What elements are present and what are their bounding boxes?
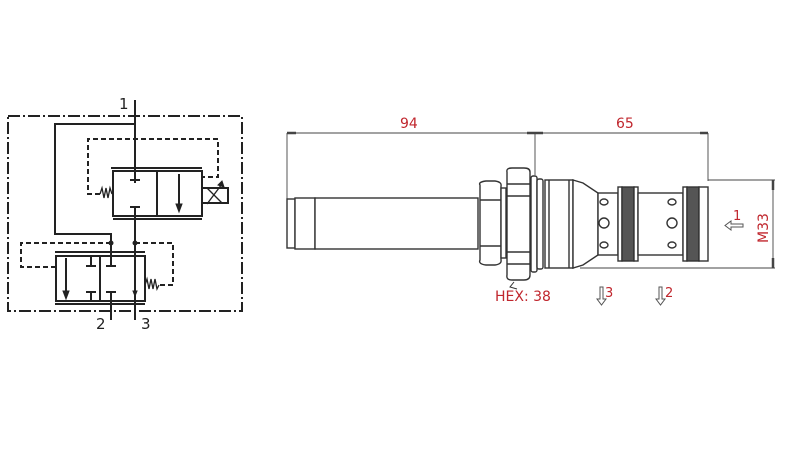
main-valve [55, 251, 160, 305]
dimension-65-label: 65 [616, 116, 634, 132]
dimension-lines [286, 131, 775, 269]
pilot-valve [99, 167, 229, 220]
arrow-down-icon [596, 286, 607, 306]
schematic-port-1-label: 1 [119, 95, 129, 113]
solenoid-icon [201, 187, 229, 204]
spring-icon [99, 185, 113, 199]
arrow-left-icon [724, 220, 744, 231]
port-2-label: 2 [665, 286, 673, 301]
seal-ring [621, 186, 635, 262]
thread-m33-label: M33 [756, 213, 772, 243]
port-3-label: 3 [605, 286, 613, 301]
schematic-port-3-label: 3 [141, 315, 151, 333]
pilot-line-right [135, 242, 174, 286]
hydraulic-schematic [7, 100, 243, 320]
arrow-down-icon [655, 286, 666, 306]
seal-ring [686, 186, 700, 262]
hex-label: HEX: 38 [495, 289, 551, 305]
port-1-label: 1 [733, 209, 741, 224]
flow-arrows [596, 220, 744, 306]
schematic-port-2-label: 2 [96, 315, 106, 333]
solenoid-tube [286, 198, 296, 249]
pilot-drain-line [87, 138, 219, 195]
hex-nut-38 [506, 167, 531, 281]
cartridge-drawing [286, 131, 775, 290]
spring-icon [144, 276, 160, 291]
pilot-line-left [20, 242, 111, 268]
dimension-94-label: 94 [400, 116, 418, 132]
enclosure-boundary [7, 115, 243, 312]
hex-nut-small [478, 180, 502, 266]
